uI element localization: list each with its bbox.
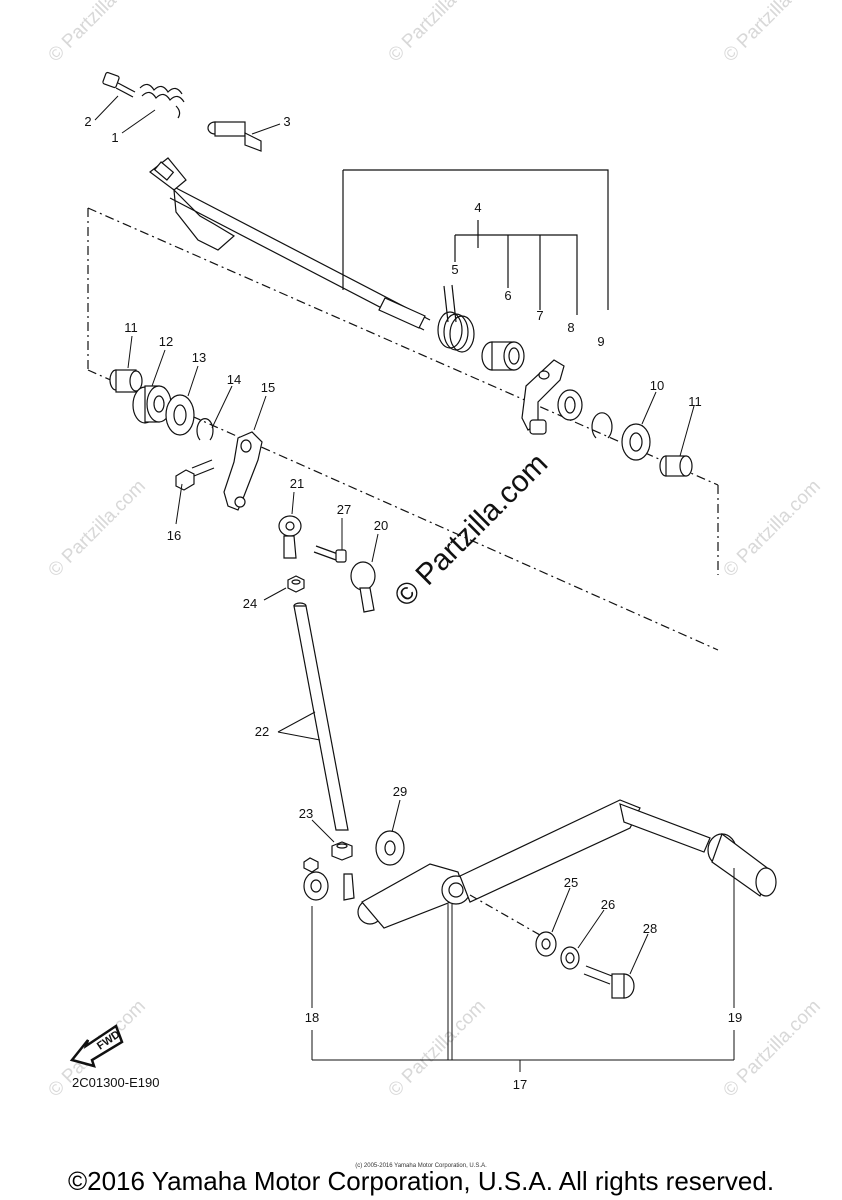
part-22-shift-rod	[293, 602, 349, 831]
leader-bracket-4	[342, 169, 609, 315]
part-16-bolt	[175, 459, 215, 491]
tiny-copyright: (c) 2005-2016 Yamaha Motor Corporation, …	[355, 1163, 487, 1169]
part-11-right-bearing	[659, 455, 693, 477]
part-3-stud	[207, 121, 262, 152]
part-7-plate	[521, 359, 565, 435]
part-label: 16	[167, 528, 181, 543]
part-21-rod-end	[278, 515, 302, 559]
part-26-washer	[560, 946, 580, 970]
part-24-nut	[287, 575, 305, 593]
part-label: 25	[564, 875, 578, 890]
part-label: 24	[243, 596, 257, 611]
part-23-nut	[331, 841, 353, 861]
part-label: 23	[299, 806, 313, 821]
part-label: 19	[728, 1010, 742, 1025]
part-label: 11	[688, 394, 702, 409]
part-label: 17	[513, 1077, 527, 1092]
part-label: 2	[84, 114, 91, 129]
part-13-washer	[165, 394, 195, 436]
part-label: 26	[601, 897, 615, 912]
part-5-torsion-spring	[437, 284, 475, 353]
fwd-arrow-icon	[69, 1024, 124, 1068]
part-29-washer	[375, 830, 405, 866]
part-label: 1	[111, 130, 118, 145]
part-label: 20	[374, 518, 388, 533]
part-label: 14	[227, 372, 241, 387]
part-20-rod-end	[350, 561, 376, 613]
part-label: 21	[290, 476, 304, 491]
part-2-bolt	[102, 71, 136, 98]
part-label: 22	[255, 724, 269, 739]
part-6-collar	[481, 341, 525, 371]
part-label: 4	[474, 200, 481, 215]
part-11-left-bearing	[109, 369, 143, 393]
part-27-bolt	[313, 545, 347, 563]
part-label: 12	[159, 334, 173, 349]
part-number-labels: 2 1 3 4 5 6 7 8 9 10 11 11 12 13 14 15 1…	[84, 114, 742, 1092]
part-4-shift-shaft	[149, 157, 431, 331]
part-15-shift-arm	[223, 431, 263, 511]
part-label: 27	[337, 502, 351, 517]
part-8-washer	[557, 389, 583, 421]
part-25-washer	[535, 931, 557, 957]
part-label: 11	[124, 320, 138, 335]
part-label: 3	[283, 114, 290, 129]
part-label: 28	[643, 921, 657, 936]
leader-lines	[94, 95, 735, 1072]
part-18-rod-end	[303, 857, 355, 901]
part-label: 6	[504, 288, 511, 303]
part-10-washer	[621, 423, 651, 461]
part-14-circlip	[196, 418, 214, 441]
part-19-pedal-rubber	[707, 833, 777, 897]
part-label: 13	[192, 350, 206, 365]
part-label: 10	[650, 378, 664, 393]
part-label: 9	[597, 334, 604, 349]
pedal-axis	[469, 894, 541, 936]
part-1-spring	[139, 83, 185, 119]
part-label: 5	[451, 262, 458, 277]
part-12-seal	[132, 385, 172, 424]
part-label: 15	[261, 380, 275, 395]
part-9-circlip	[591, 412, 613, 439]
diagram-code: 2C01300-E190	[72, 1075, 160, 1090]
part-label: 18	[305, 1010, 319, 1025]
part-label: 7	[536, 308, 543, 323]
copyright-notice: ©2016 Yamaha Motor Corporation, U.S.A. A…	[67, 1166, 775, 1196]
part-28-bolt	[583, 965, 635, 999]
part-label: 29	[393, 784, 407, 799]
part-label: 8	[567, 320, 574, 335]
part-19-shift-pedal	[357, 799, 711, 929]
